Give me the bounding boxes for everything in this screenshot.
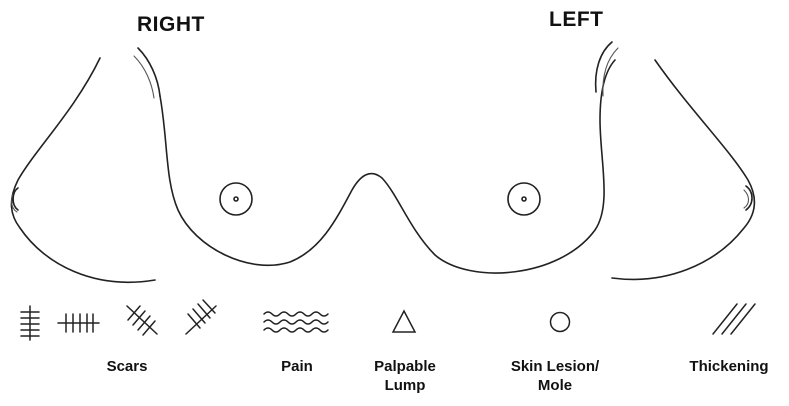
legend-label-thickening: Thickening	[676, 357, 782, 376]
pain-waves-icon	[264, 312, 328, 332]
legend-label-palpable-lump: Palpable Lump	[357, 357, 453, 395]
legend-label-skin-lesion: Skin Lesion/ Mole	[490, 357, 620, 395]
scar-diagonal-up-icon	[186, 300, 216, 334]
left-side-label: LEFT	[549, 8, 604, 32]
legend-label-scars-line1: Scars	[107, 358, 148, 375]
legend-label-pain-line1: Pain	[281, 358, 313, 375]
legend-label-skin-lesion-line1: Skin Lesion/	[490, 357, 620, 376]
legend-label-thickening-line1: Thickening	[689, 358, 768, 375]
scar-horizontal-icon	[58, 314, 99, 332]
right-side-label: RIGHT	[137, 13, 205, 37]
legend-label-scars: Scars	[82, 357, 172, 376]
frontal-breasts-outline	[160, 60, 615, 273]
legend-label-pain: Pain	[252, 357, 342, 376]
scar-vertical-icon	[21, 306, 39, 340]
triple-slash-icon	[713, 304, 755, 334]
legend-label-skin-lesion-line2: Mole	[490, 376, 620, 395]
right-breast-outline	[11, 48, 160, 282]
legend-label-palpable-lump-line2: Lump	[357, 376, 453, 395]
legend-label-palpable-lump-line1: Palpable	[357, 357, 453, 376]
triangle-icon	[393, 311, 415, 332]
scar-diagonal-down-icon	[127, 306, 157, 335]
left-breast-outline	[596, 42, 755, 279]
circle-icon	[551, 313, 570, 332]
right-nipple-frontal	[220, 183, 252, 215]
left-nipple-frontal	[508, 183, 540, 215]
